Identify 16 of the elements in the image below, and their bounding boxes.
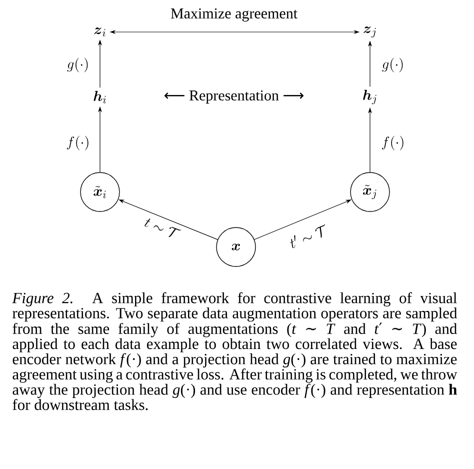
edge-label: Maximize agreement: [170, 8, 298, 22]
caption: Figure 2. A simple framework for contrastive learning of visual representations. Two separate data augmentation operators are sampled from the same family of augmentations (t ∼ T and t′ ∼ T) and applied to each data example to obtain two correlated views. A base encoder network f(·) and a projection head g(·) are trained to maximize agreement using a contrastive loss. After training is completed, we throw away the projection head g(·) and use encoder f(·) and representation h for downstream tasks.: [12, 292, 458, 410]
circle-node: $\tilde{\boldsymbol{x}}_j$: [350, 172, 390, 212]
vector-label: $\boldsymbol{h}_j$: [363, 90, 376, 104]
edge-label: $f(\cdot)$: [382, 136, 404, 150]
edge-label: $f(\cdot)$: [67, 136, 88, 150]
edge-label: $t \sim \mathcal{T}$: [144, 218, 182, 238]
circle-node: $\tilde{\boldsymbol{x}}_i$: [80, 172, 120, 212]
annotation: ⟵ Representation ⟶: [164, 90, 304, 104]
vector-label: $\boldsymbol{z}_j$: [364, 26, 376, 38]
circle-node: $\boldsymbol{x}$: [216, 227, 256, 267]
vector-label: $\boldsymbol{h}_i$: [94, 90, 106, 104]
edge-label: $g(\cdot)$: [67, 58, 88, 72]
edge-label: $t' \sim \mathcal{T}$: [290, 224, 325, 248]
edge-label: $g(\cdot)$: [382, 58, 403, 72]
vector-label: $\boldsymbol{z}_i$: [94, 28, 106, 36]
